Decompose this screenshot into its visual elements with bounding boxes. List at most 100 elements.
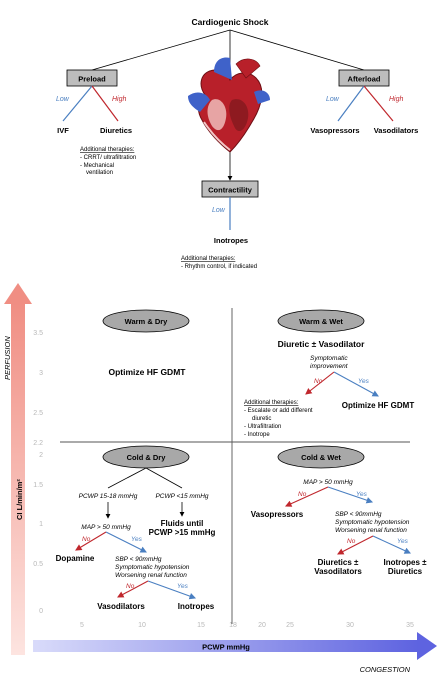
warm-wet-title: Diuretic ± Vasodilator [278, 339, 366, 349]
warm-wet-additional-item: - Escalate or add different [244, 408, 313, 414]
cold-dry-map: MAP > 50 mmHg [81, 524, 131, 531]
afterload-vasodilators: Vasodilators [374, 126, 419, 135]
cold-wet-oval [277, 445, 365, 469]
cold-wet-yes2: Yes [397, 538, 409, 545]
cold-wet-vasopressors: Vasopressors [251, 510, 304, 519]
preload-low-label: Low [56, 96, 70, 103]
afterload-high-label: High [389, 96, 404, 103]
cold-dry-sbp: Worsening renal function [115, 572, 187, 579]
cold-wet-inotropes-diuretics: Inotropes ± [383, 558, 427, 567]
y-tick: 3 [39, 370, 43, 377]
y-tick: 0.5 [33, 561, 43, 568]
title-to-afterload-line [229, 29, 365, 71]
cold-wet-sbp: Worsening renal function [335, 527, 407, 534]
cold-wet-sbp: Symptomatic hypotension [335, 519, 410, 526]
y-ticks: 3.5 3 2.5 2.2 2 1.5 1 0.5 0 [33, 330, 43, 615]
cold-wet-map: MAP > 50 mmHg [303, 479, 353, 486]
y-tick: 1.5 [33, 482, 43, 489]
cold-wet-no: No [298, 491, 307, 498]
cold-wet-sbp: SBP < 90mmHg [335, 511, 382, 518]
perfusion-label: PERFUSION [3, 336, 12, 380]
warm-wet-oval [277, 309, 365, 333]
y-tick: 0 [39, 608, 43, 615]
afterload-low-line [337, 85, 365, 122]
diagram-title: Cardiogenic Shock [192, 17, 269, 27]
contractility-inotropes: Inotropes [214, 236, 248, 245]
pcwp-axis-label: PCWP mmHg [202, 643, 250, 652]
cold-wet-yes2-arrow [372, 535, 411, 554]
cold-dry-right-branch-line [145, 467, 183, 489]
heart-illustration [188, 57, 270, 153]
cold-dry-label: Cold & Dry [127, 453, 167, 462]
cold-dry-vasodilators: Vasodilators [97, 602, 145, 611]
preload-additional-item: - Mechanical [80, 163, 114, 169]
cold-dry-no: No [82, 536, 91, 543]
cold-dry-right-branch: PCWP <15 mmHg [155, 493, 208, 500]
x-tick: 35 [406, 622, 414, 629]
warm-wet-yes: Yes [358, 378, 370, 385]
warm-wet-quadrant: Warm & Wet Diuretic ± Vasodilator Sympto… [244, 309, 415, 438]
x-tick: 10 [138, 622, 146, 629]
cold-dry-dopamine: Dopamine [56, 554, 95, 563]
contractility-low-label: Low [212, 207, 226, 214]
warm-wet-additional-heading: Additional therapies: [244, 400, 299, 406]
cold-wet-diuretics-vasodilators: Vasodilators [314, 567, 362, 576]
preload-node: Preload [66, 69, 118, 87]
y-tick: 2.2 [33, 440, 43, 447]
y-tick: 2.5 [33, 410, 43, 417]
warm-wet-no-arrow [305, 371, 335, 395]
cold-wet-no-arrow [284, 486, 329, 507]
warm-dry-quadrant: Warm & Dry Optimize HF GDMT [102, 309, 190, 377]
warm-wet-symptomatic: Symptomatic [310, 355, 348, 362]
y-tick: 3.5 [33, 330, 43, 337]
cold-dry-no2: No [126, 583, 135, 590]
afterload-vasopressors: Vasopressors [310, 126, 359, 135]
title-to-preload-line [91, 29, 231, 71]
cold-dry-left-branch-line [107, 467, 147, 489]
cold-dry-fluids: Fluids until [161, 519, 204, 528]
cold-dry-no2-arrow [117, 580, 149, 598]
warm-dry-text: Optimize HF GDMT [109, 367, 187, 377]
preload-diuretics: Diuretics [100, 126, 132, 135]
preload-low-line [62, 85, 93, 122]
warm-wet-no: No [314, 378, 323, 385]
x-tick: 30 [346, 622, 354, 629]
warm-wet-label: Warm & Wet [299, 317, 343, 326]
preload-additional-therapies: Additional therapies: - CRRT/ ultrafiltr… [80, 147, 136, 176]
ci-axis-label: CI L/min/m² [15, 479, 24, 520]
x-tick: 5 [80, 622, 84, 629]
cold-wet-inotropes-diuretics: Diuretics [388, 567, 423, 576]
preload-additional-item: - CRRT/ ultrafiltration [80, 155, 136, 161]
preload-additional-heading: Additional therapies: [80, 147, 135, 153]
cold-wet-yes-arrow [327, 486, 374, 504]
perfusion-axis-arrow [4, 283, 32, 655]
congestion-axis-arrow [33, 632, 437, 660]
x-tick: 25 [286, 622, 294, 629]
x-ticks: 5 10 15 18 20 25 30 35 [80, 622, 414, 629]
y-tick: 1 [39, 521, 43, 528]
preload-additional-item: ventilation [86, 170, 113, 176]
warm-dry-oval [102, 309, 190, 333]
cold-dry-yes2-arrow [147, 580, 197, 600]
preload-ivf: IVF [57, 126, 69, 135]
preload-high-label: High [112, 96, 127, 103]
x-tick: 15 [197, 622, 205, 629]
afterload-high-line [363, 85, 394, 122]
congestion-label: CONGESTION [360, 665, 411, 674]
warm-dry-label: Warm & Dry [125, 317, 168, 326]
cold-dry-no-arrow [75, 531, 107, 551]
afterload-low-label: Low [326, 96, 340, 103]
y-tick: 2 [39, 452, 43, 459]
cold-dry-left-branch: PCWP 15-18 mmHg [79, 493, 138, 500]
cold-dry-yes2: Yes [177, 583, 189, 590]
warm-wet-additional-item: - Ultrafiltration [244, 424, 281, 430]
contractility-additional-therapies: Additional therapies: - Rhythm control, … [181, 256, 257, 270]
warm-wet-yes-result: Optimize HF GDMT [342, 401, 415, 410]
warm-wet-yes-arrow [333, 371, 379, 397]
cold-wet-diuretics-vasodilators: Diuretics ± [318, 558, 359, 567]
cold-dry-sbp: Symptomatic hypotension [115, 564, 190, 571]
contractility-label: Contractility [208, 186, 253, 195]
preload-label: Preload [78, 75, 106, 84]
warm-wet-additional-item: - Inotrope [244, 432, 270, 438]
